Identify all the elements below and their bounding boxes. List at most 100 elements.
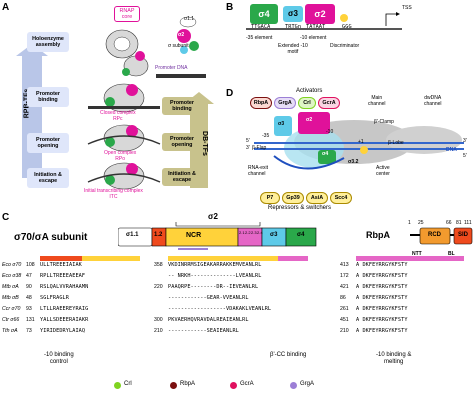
sigma2-label-a: σ2	[178, 32, 185, 38]
element-35-d: -35	[262, 133, 270, 139]
step-initiation-escape-left: Initiation & escape	[27, 168, 69, 188]
holoenzyme-illustration	[105, 16, 206, 78]
seq-num-1: 93	[26, 306, 32, 312]
rnap-core-label: RNAP core	[114, 6, 140, 22]
rpb-tfs-arrow	[16, 44, 48, 178]
seq-name: Ccr σ70	[2, 306, 21, 312]
seq-block1: LTLLRAEEREYRAIG	[40, 306, 89, 312]
legend-rbpa: RbpA	[180, 381, 196, 387]
prime-3-right: 3'	[463, 138, 467, 144]
seq-num-3: 210	[340, 328, 349, 334]
legend-grga: GrgA	[300, 381, 315, 387]
lobe-label: β-Lobe	[388, 140, 404, 146]
panel-c-letter: C	[2, 212, 10, 223]
step-promoter-opening-left: Promoter opening	[27, 133, 69, 153]
promoter-dna-label: Promoter DNA	[155, 65, 188, 71]
complexes-illustration	[87, 83, 161, 190]
activators-label: Activators	[296, 88, 323, 94]
seq-block1: ULLTREEEIAIAK	[40, 262, 82, 268]
seq-name: Eco σ70	[2, 262, 22, 268]
rbpa-tick-25: 25	[418, 220, 424, 226]
seq-name: Mtb σA	[2, 284, 19, 290]
flap-label: β-Flap	[252, 145, 267, 151]
open-complex-label: Open complex RPo	[104, 150, 137, 162]
seq-num-2: 220	[154, 284, 163, 290]
rbpa-tick-81: 81	[456, 220, 462, 226]
seq-num-3: 421	[340, 284, 349, 290]
panel-b-promoter-line	[246, 12, 402, 30]
sigma-subunit-label: σ subunit	[168, 43, 189, 49]
panel-c-domain-bar	[118, 222, 317, 250]
seq-block1: SGLFRAGLR	[40, 295, 70, 301]
element-10-d: -10	[326, 129, 334, 135]
panel-c-sigma2-label: σ2	[208, 212, 218, 221]
sigma2-label-d: σ2	[306, 117, 313, 123]
domain-23: 2.3	[251, 230, 257, 235]
legend-rbpa-dot	[170, 382, 177, 389]
legend-grga-dot	[290, 382, 297, 389]
seq-block1: YIRIDEDRYLAIAQ	[40, 328, 86, 334]
seq-name: Ctr σ66	[2, 317, 20, 323]
panel-b-sigma4: σ4	[250, 4, 278, 24]
clamp-label: β'-Clamp	[374, 119, 394, 125]
panel-b-label-35: -35 element	[246, 35, 273, 41]
seq-block1: RSLQALVVRAHAAMN	[40, 284, 89, 290]
seq-num-2: 300	[154, 317, 163, 323]
step-holoenzyme-assembly: Holoenzyme assembly	[27, 32, 69, 52]
domain-22: 2.2	[245, 230, 251, 235]
dwdna-channel-label: dwDNA channel	[424, 95, 442, 107]
prime-5-right: 5'	[463, 153, 467, 159]
block3-header	[356, 256, 464, 261]
activator-grga: GrgA	[274, 97, 296, 109]
seq-num-1: 47	[26, 273, 32, 279]
rna-exit-label: RNA-exit channel	[248, 165, 269, 177]
panel-b-letter: B	[226, 2, 234, 13]
panel-b-seq-35: TTGACA	[251, 24, 271, 30]
active-center-label: Active center	[376, 165, 390, 177]
seq-num-3: 86	[340, 295, 346, 301]
panel-b-sigma3: σ3	[283, 6, 303, 22]
panel-b-seq-10: TATAAT	[306, 24, 326, 30]
seq-block3: A DKFEYRRGYKFSTY	[356, 284, 408, 290]
seq-num-1: 131	[26, 317, 35, 323]
sigma11-label-a: σ1.1	[184, 16, 195, 22]
legend-gcra: GcrA	[240, 381, 254, 387]
step-promoter-binding-left: Promoter binding	[27, 87, 69, 107]
step-promoter-opening-right: Promoter opening	[162, 133, 202, 151]
block1-header-y	[82, 256, 140, 261]
panel-c-title: σ70/σA subunit	[14, 232, 88, 243]
seq-num-3: 172	[340, 273, 349, 279]
panel-b-sigma2: σ2	[305, 4, 335, 24]
activator-gcra: GcrA	[318, 97, 340, 109]
rbpa-tick-1: 1	[408, 220, 411, 226]
panel-d-structure	[254, 112, 464, 170]
seq-block2: PAAQRPE--------DR--IEVEANLRL	[168, 284, 259, 290]
panel-b-label-10: -10 element	[300, 35, 327, 41]
main-channel-label: Main channel	[368, 95, 386, 107]
dna-label: DNA	[446, 147, 457, 153]
domain-sigma4: σ4	[297, 232, 305, 238]
rbpa-title: RbpA	[366, 230, 390, 240]
seq-block2: PKVAERHQVRAVDALREAIEANLRL	[168, 317, 249, 323]
closed-complex-label: Closed complex RPc	[100, 110, 136, 122]
seq-block3: A DKFEYRRGYKFSTY	[356, 295, 408, 301]
rbpa-ntt: NTT	[412, 251, 422, 257]
seq-block2: ------------------VDAKAKLVEANLRL	[168, 306, 272, 312]
seq-name: Eco σ38	[2, 273, 22, 279]
step-initiation-escape-right: Initiation & escape	[162, 168, 202, 186]
seq-num-1: 108	[26, 262, 35, 268]
block2-header	[168, 256, 278, 261]
rbpa-tick-111: 111	[464, 220, 472, 226]
sigma4-label-d: σ4	[322, 151, 329, 157]
sigma3-label-d: σ3	[278, 121, 285, 127]
activator-rbpa: RbpA	[250, 97, 272, 109]
domain-sigma11: σ1.1	[126, 232, 139, 238]
legend-crl: Crl	[124, 381, 132, 387]
repressor-asia: AsiA	[306, 192, 328, 204]
step-promoter-binding-right: Promoter binding	[162, 97, 202, 115]
panel-a-letter: A	[2, 2, 10, 13]
label-10-melting: -10 binding & melting	[376, 352, 412, 365]
domain-sigma3: σ3	[270, 232, 278, 238]
seq-num-1: 73	[26, 328, 32, 334]
block1-header	[40, 256, 82, 261]
